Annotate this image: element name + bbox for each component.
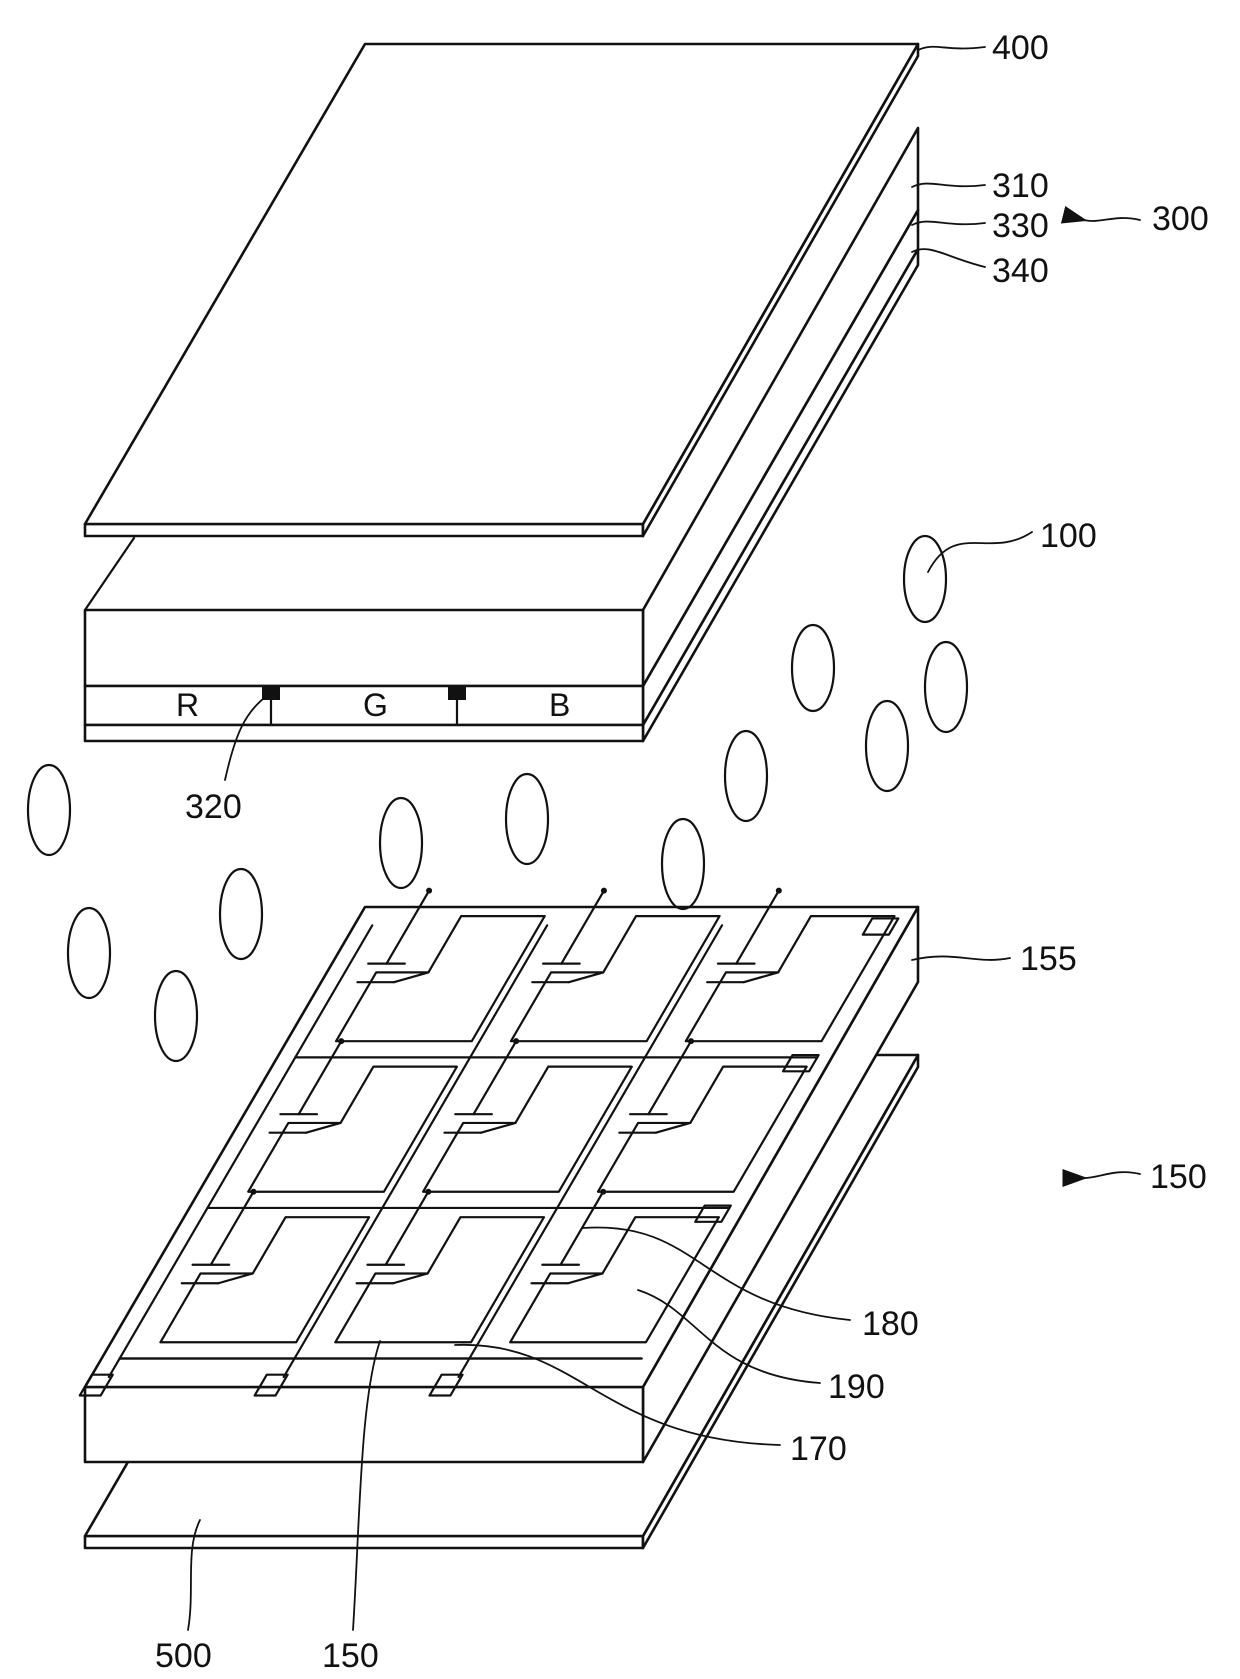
label-310: 310	[992, 167, 1049, 205]
label-400: 400	[992, 29, 1049, 67]
color-filter-red: R	[176, 687, 199, 723]
label-340: 340	[992, 252, 1049, 290]
tft-node	[426, 888, 432, 894]
label-320: 320	[185, 788, 242, 826]
arrow-300	[1084, 218, 1140, 221]
label-170: 170	[790, 1430, 847, 1468]
label-150-right: 150	[1150, 1158, 1207, 1196]
arrow-150	[1084, 1172, 1140, 1178]
color-filter-green: G	[363, 687, 388, 723]
label-100: 100	[1040, 517, 1097, 555]
label-330: 330	[992, 207, 1049, 245]
color-filter-blue: B	[549, 687, 570, 723]
label-155: 155	[1020, 940, 1077, 978]
label-500: 500	[155, 1637, 212, 1675]
label-190: 190	[828, 1368, 885, 1406]
label-180: 180	[862, 1305, 919, 1343]
tft-node	[601, 888, 607, 894]
label-300: 300	[1152, 200, 1209, 238]
label-150-bottom: 150	[322, 1637, 379, 1675]
tft-node	[776, 888, 782, 894]
black-matrix-block	[448, 686, 466, 700]
